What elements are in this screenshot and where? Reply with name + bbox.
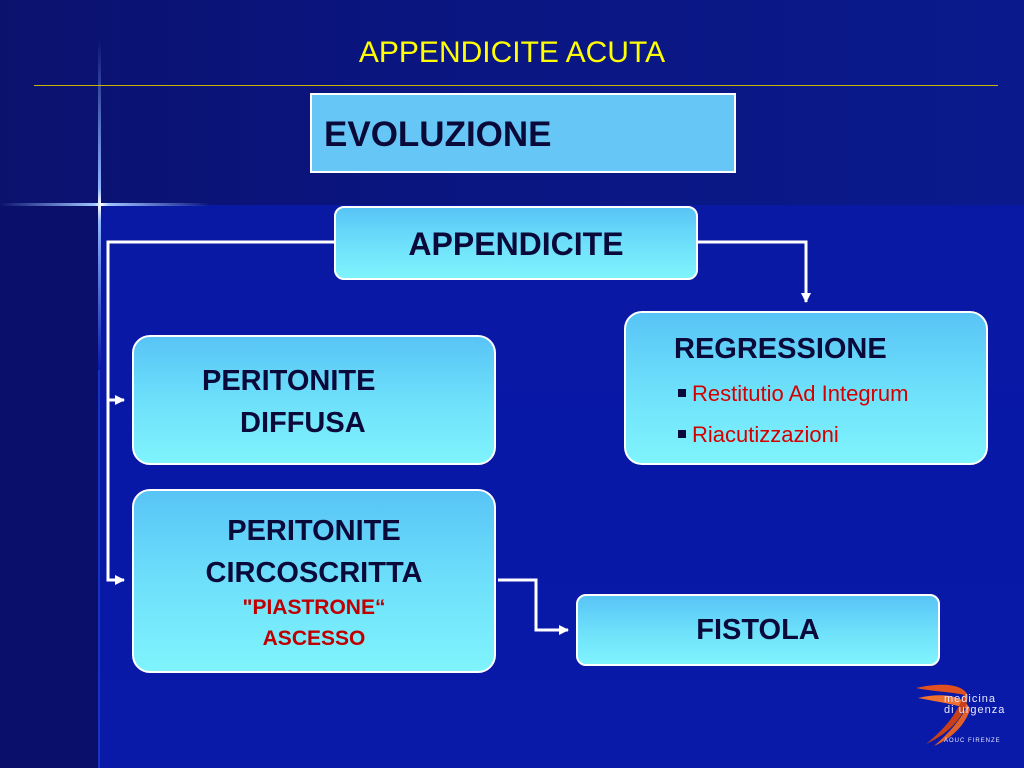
node-diffusa-line2: DIFFUSA bbox=[240, 407, 366, 439]
connector-to-fistola bbox=[498, 578, 569, 635]
section-header-box: EVOLUZIONE bbox=[310, 93, 736, 173]
section-header: EVOLUZIONE bbox=[324, 115, 552, 154]
logo-text: medicina di urgenza bbox=[944, 694, 1005, 716]
node-circoscritta-line2: CIRCOSCRITTA bbox=[205, 557, 423, 589]
light-flare-horizontal bbox=[0, 203, 210, 206]
regressione-bullet-2: Riacutizzazioni bbox=[678, 422, 839, 448]
node-circoscritta-line1: PERITONITE bbox=[227, 515, 401, 547]
node-diffusa-line1: PERITONITE bbox=[202, 365, 376, 397]
node-fistola: FISTOLA bbox=[576, 594, 940, 666]
regressione-bullet-1: Restitutio Ad Integrum bbox=[678, 381, 908, 407]
node-peritonite-circoscritta: PERITONITE CIRCOSCRITTA "PIASTRONE“ ASCE… bbox=[132, 489, 496, 673]
connector-left-trunk bbox=[106, 240, 334, 585]
node-circoscritta-line3: "PIASTRONE“ bbox=[242, 596, 386, 619]
node-circoscritta-line4: ASCESSO bbox=[262, 627, 366, 650]
left-strip-edge bbox=[98, 370, 100, 768]
node-peritonite-diffusa: PERITONITE DIFFUSA bbox=[132, 335, 496, 465]
background-main bbox=[98, 205, 1024, 768]
regressione-bullet-2-text: Riacutizzazioni bbox=[692, 422, 839, 447]
background-left-strip bbox=[0, 205, 98, 768]
logo-subtext: AOUC FIRENZE bbox=[944, 738, 1001, 744]
node-fistola-label: FISTOLA bbox=[696, 614, 820, 646]
node-appendicite-label: APPENDICITE bbox=[408, 226, 624, 262]
node-appendicite: APPENDICITE bbox=[334, 206, 698, 280]
connector-to-regressione bbox=[698, 240, 811, 303]
medicina-urgenza-logo-icon bbox=[916, 684, 970, 746]
node-regressione-title: REGRESSIONE bbox=[674, 333, 887, 365]
node-regressione: REGRESSIONE Restitutio Ad Integrum Riacu… bbox=[624, 311, 988, 465]
square-bullet-icon bbox=[678, 430, 686, 438]
square-bullet-icon bbox=[678, 389, 686, 397]
logo-line-1: medicina bbox=[944, 693, 997, 705]
regressione-bullet-1-text: Restitutio Ad Integrum bbox=[692, 381, 909, 406]
logo-line-2: di urgenza bbox=[944, 704, 1006, 716]
title-underline bbox=[34, 85, 998, 86]
slide-title: APPENDICITE ACUTA bbox=[358, 36, 666, 69]
